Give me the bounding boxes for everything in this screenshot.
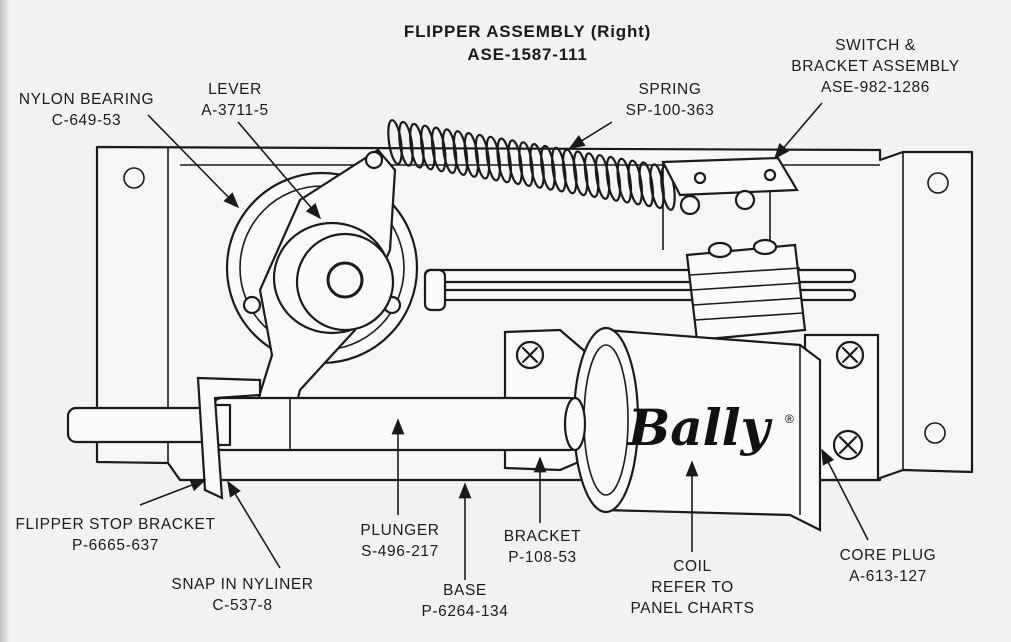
spring-coil-loop [561,148,578,195]
title-line-2: ASE-1587-111 [467,45,588,64]
callout-plunger: PLUNGER S-496-217 [335,520,465,562]
callout-nylon-bearing: NYLON BEARING C-649-53 [4,89,169,131]
spring-coil-loop [409,122,425,169]
title-line-1: FLIPPER ASSEMBLY (Right) [403,22,652,41]
callout-coil: COIL REFER TO PANEL CHARTS [605,556,780,619]
switch-bracket [661,156,799,250]
core-plug-part: A-613-127 [849,568,927,585]
spring-coil-loop [485,135,502,182]
scan-shadow-edge [0,0,10,642]
spring-coil-loop [420,124,436,171]
leader-lines [139,102,869,580]
bracket-name: BRACKET [503,528,582,545]
plunger-name: PLUNGER [360,522,440,539]
spring-coil-loop [616,157,633,204]
spring-coil-loop [496,137,512,184]
lever-part: A-3711-5 [201,102,269,119]
spring-coil-loop [452,130,469,176]
switch-bracket-name-1: SWITCH & [835,37,916,54]
callout-lever: LEVER A-3711-5 [180,79,290,121]
callout-snap-in-nyliner: SNAP IN NYLINER C-537-8 [150,574,335,616]
spring-coil-loop [627,159,643,206]
nylon-bearing-part: C-649-53 [51,112,122,129]
lever [255,148,397,450]
spring-coil-loop [518,141,534,188]
coil: Bally ® [572,326,822,532]
coil-name: COIL [673,558,712,575]
coil-note-2: PANEL CHARTS [630,600,755,617]
registered-mark: ® [785,412,794,426]
base-part: P-6264-134 [421,603,509,620]
lever-name: LEVER [208,81,262,98]
spring-coil-loop [387,119,403,165]
snap-in-nyliner-name: SNAP IN NYLINER [171,576,314,593]
spring-coil-loop [572,150,589,197]
spring-coil-loop [507,139,523,186]
spring-coil-loop [430,126,447,173]
spring-name: SPRING [638,81,702,98]
spring-part: SP-100-363 [625,102,715,119]
spring-coil-loop [463,131,480,178]
nylon-bearing-name: NYLON BEARING [18,91,155,108]
core-plug-name: CORE PLUG [839,547,937,564]
mounting-hole-top-left [123,167,145,189]
spring-coil-loop [540,144,556,191]
spring-coil-loop [594,154,611,200]
coil-note-1: REFER TO [651,579,734,596]
spring-coil-loop [638,161,654,208]
callout-flipper-stop-bracket: FLIPPER STOP BRACKET P-6665-637 [8,514,223,556]
spring-coil-loop [398,120,414,167]
flipper-stop-bracket-name: FLIPPER STOP BRACKET [15,516,216,533]
callout-spring: SPRING SP-100-363 [600,79,740,121]
spring-coil-loop [605,155,622,202]
spring [387,119,676,211]
spring-coil-loop [551,146,567,193]
switch-bracket-part: ASE-982-1286 [821,79,930,96]
diagram-title: FLIPPER ASSEMBLY (Right) ASE-1587-111 [360,20,695,66]
spring-coil-loop [583,152,600,199]
spring-coil-loop [529,142,545,189]
base-name: BASE [443,582,487,599]
mounting-hole-bottom-right [924,422,946,444]
callout-base: BASE P-6264-134 [395,580,535,622]
bally-logo: Bally [626,398,773,457]
plunger-part: S-496-217 [361,543,439,560]
flipper-stop-bracket-part: P-6665-637 [71,537,159,554]
bracket-part: P-108-53 [508,549,577,566]
switch-bracket-name-2: BRACKET ASSEMBLY [791,58,960,75]
spring-coil-loop [474,133,491,180]
callout-switch-bracket: SWITCH & BRACKET ASSEMBLY ASE-982-1286 [768,35,983,98]
switch-blades [423,238,857,342]
callout-core-plug: CORE PLUG A-613-127 [818,545,958,587]
snap-in-nyliner-part: C-537-8 [212,597,273,614]
callout-bracket: BRACKET P-108-53 [485,526,600,568]
spring-coil-loop [441,128,458,175]
mounting-hole-top-right [927,172,949,194]
